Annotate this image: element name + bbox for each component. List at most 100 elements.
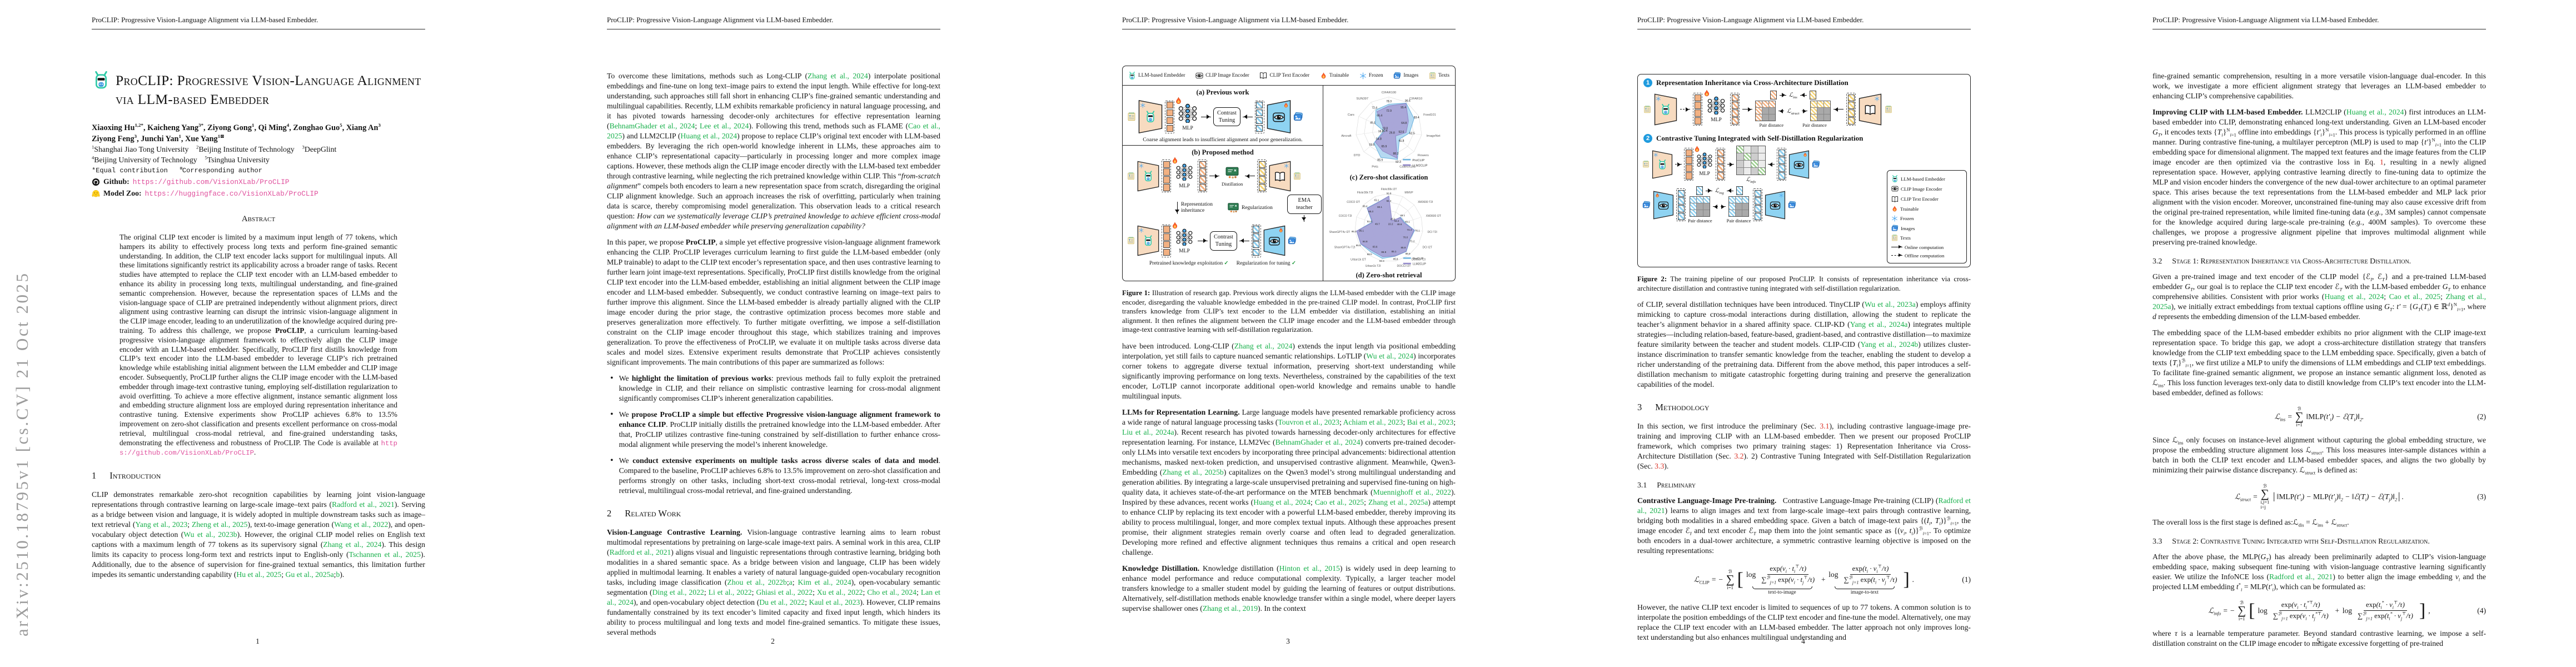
svg-text:51.9: 51.9 <box>1367 220 1372 223</box>
figure-1-panel-b: (b) Proposed method <box>1123 146 1323 281</box>
regularization-board-icon <box>1227 202 1239 214</box>
svg-text:54.8: 54.8 <box>1376 137 1382 141</box>
page-number: 1 <box>256 637 260 645</box>
page-number: 2 <box>771 637 775 645</box>
svg-text:46.1: 46.1 <box>1400 214 1405 217</box>
svg-text:18.8: 18.8 <box>1382 127 1388 131</box>
body-paragraph: The overall loss is the first stage is d… <box>2153 517 2349 528</box>
book-icon <box>1891 196 1899 203</box>
svg-text:DCI I2T: DCI I2T <box>1423 246 1432 250</box>
llm-embedder-block <box>1137 225 1159 256</box>
github-icon <box>92 178 100 186</box>
authors-line-2: Ziyong Feng3, Junchi Yan1, Xue Yang1⊠ <box>92 133 225 143</box>
svg-text:XM3600 I2T: XM3600 I2T <box>1426 215 1441 218</box>
svg-text:59.6: 59.6 <box>1369 143 1375 147</box>
embedding-strip <box>1777 148 1786 181</box>
figure-2-legend: LLM-based Embedder CLIP Image Encoder CL… <box>1887 170 1967 263</box>
svg-text:ProCLIP: ProCLIP <box>1412 159 1424 162</box>
svg-text:DTD: DTD <box>1354 154 1361 157</box>
svg-text:Food101: Food101 <box>1423 113 1436 117</box>
llm-embedder-block <box>1137 161 1159 191</box>
images-icon <box>1288 236 1297 245</box>
svg-text:83.6: 83.6 <box>1373 246 1378 248</box>
svg-text:45.1: 45.1 <box>1370 121 1376 125</box>
svg-text:DCI T2I: DCI T2I <box>1428 231 1437 234</box>
arrow-right <box>1727 162 1734 167</box>
svg-text:88.3: 88.3 <box>1393 152 1398 156</box>
loss-info-label: ℒinfo <box>1746 177 1756 185</box>
github-url-link[interactable]: https://github.com/VisionXLab/ProCLIP <box>132 177 290 186</box>
legend-item: Trainable <box>1320 72 1349 79</box>
mlp-net-icon <box>1707 96 1726 115</box>
stage-1-heading: 1 Representation Inheritance via Cross-A… <box>1638 74 1970 88</box>
figure-1-panel-a: (a) Previous work <box>1123 86 1323 146</box>
flame-icon <box>1891 206 1898 212</box>
embedding-strip <box>1254 100 1264 133</box>
svg-text:92.8: 92.8 <box>1387 192 1392 195</box>
page-number: 3 <box>1286 637 1290 645</box>
svg-text:86.4: 86.4 <box>1363 205 1368 208</box>
mlp-network: MLP <box>1177 103 1199 131</box>
svg-text:49.1: 49.1 <box>1405 220 1410 223</box>
svg-text:66.4: 66.4 <box>1377 115 1382 118</box>
mlp-net-icon <box>1696 152 1713 168</box>
equation-1: ℒCLIP = − ℬ∑i=1 [ log exp(vi · ti⊤/τ)∑ℬj… <box>1693 564 1971 595</box>
similarity-matrix: ℒinfo <box>1736 146 1766 185</box>
loss-reg-label: ℒreg <box>1715 188 1724 196</box>
legend-item: Online computation <box>1891 245 1962 250</box>
llama-icon <box>1891 175 1899 182</box>
svg-text:85.9: 85.9 <box>1393 257 1398 260</box>
running-header: ProCLIP: Progressive Vision-Language Ali… <box>1637 16 1971 29</box>
svg-text:86.9: 86.9 <box>1406 252 1411 255</box>
affiliations-line-2: 4Beijing University of Technology 5Tsing… <box>92 154 270 164</box>
figure-1-caption: Figure 1: Illustration of research gap. … <box>1122 289 1456 334</box>
github-link-row: Github: https://github.com/VisionXLab/Pr… <box>92 177 425 186</box>
body-paragraph: Since ℒins only focuses on instance-leve… <box>2153 435 2487 476</box>
svg-text:64.8: 64.8 <box>1401 122 1407 125</box>
loss-ins-label: ℒins <box>1788 92 1797 100</box>
body-paragraph: In this section, we first introduce the … <box>1637 422 1971 471</box>
svg-text:Cars: Cars <box>1348 113 1354 117</box>
bullet-item: •We highlight the limitation of previous… <box>610 374 940 402</box>
images-icon <box>1788 201 1796 209</box>
running-header: ProCLIP: Progressive Vision-Language Ali… <box>1122 16 1456 29</box>
arrow <box>1713 204 1718 209</box>
embedding-tile <box>1770 91 1777 99</box>
figure-2-caption: Figure 2: The training pipeline of our p… <box>1637 275 1971 292</box>
images-icon <box>1812 160 1820 168</box>
page-number: 5 <box>2316 637 2320 645</box>
svg-text:COCO T2I: COCO T2I <box>1339 215 1352 218</box>
texts-icon <box>1643 105 1651 114</box>
texts-icon <box>1885 105 1892 114</box>
equation-number: (1) <box>1962 575 1971 584</box>
flame-icon <box>1703 89 1711 97</box>
page-3: ProCLIP: Progressive Vision-Language Ali… <box>1030 0 1546 667</box>
pair-distance-grid <box>1810 101 1831 121</box>
body-paragraph: Contrastive Language-Image Pre-training.… <box>1637 496 1971 555</box>
mlp-net-icon <box>1175 163 1193 181</box>
embedding-strip <box>1676 188 1686 221</box>
modelzoo-url-link[interactable]: https://huggingface.co/VisionXLab/ProCLI… <box>145 189 318 198</box>
pair-distance-grid <box>1690 196 1711 217</box>
svg-text:85.3: 85.3 <box>1368 210 1373 213</box>
svg-text:46.6: 46.6 <box>1397 223 1402 226</box>
svg-text:CIFAR100: CIFAR100 <box>1382 91 1396 94</box>
svg-text:92.4: 92.4 <box>1387 200 1392 202</box>
images-icon <box>1642 201 1651 209</box>
svg-text:LLM2CLIP: LLM2CLIP <box>1412 165 1427 168</box>
body-paragraph: Improving CLIP with LLM-based Embedder. … <box>2153 108 2487 246</box>
legend-item: Offline computation <box>1891 253 1962 258</box>
contribution-note: *Equal contribution ⊠Corresponding autho… <box>92 167 262 175</box>
page-1: arXiv:2510.18795v1 [cs.CV] 21 Oct 2025 P… <box>0 0 515 667</box>
embedding-strip <box>1716 148 1725 181</box>
embedding-strip <box>1730 93 1740 126</box>
embedding-strip <box>1165 100 1174 133</box>
embedding-tile <box>1696 186 1703 195</box>
